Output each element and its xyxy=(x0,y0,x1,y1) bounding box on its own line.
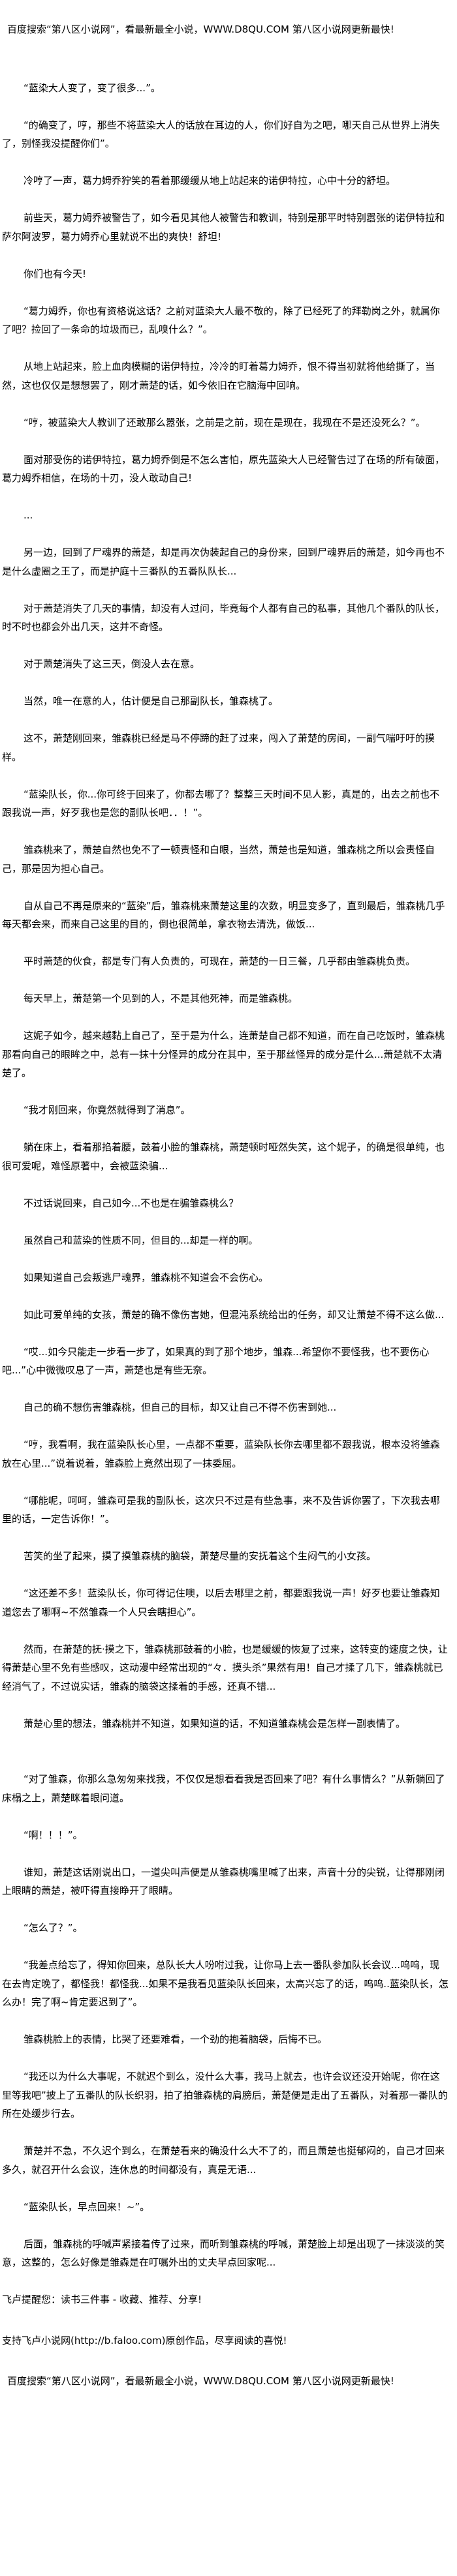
paragraph: “怎么了？”。 xyxy=(24,1922,83,1934)
paragraph: “啊！！！”。 xyxy=(24,1829,83,1841)
site-banner-top: 百度搜索“第八区小说网”，看最新最全小说，WWW.D8QU.COM 第八区小说网… xyxy=(7,23,394,35)
paragraph: 当然，唯一在意的人，估计便是自己那副队长，雏森桃了。 xyxy=(24,695,279,707)
paragraph: 自从自己不再是原来的“蓝染”后，雏森桃来萧楚这里的次数，明显变多了，直到最后，雏… xyxy=(2,899,445,931)
paragraph: 雏森桃脸上的表情，比哭了还要难看，一个劲的抱着脑袋，后悔不已。 xyxy=(24,2033,328,2045)
support-notice: 支持飞卢小说网(http://b.faloo.com)原创作品，尽享阅读的喜悦! xyxy=(2,2334,287,2346)
paragraph: 然而，在萧楚的抚·摸之下，雏森桃那鼓着的小脸，也是缓缓的恢复了过来，这转变的速度… xyxy=(2,1643,448,1692)
paragraph: 从地上站起来，脸上血肉模糊的诺伊特拉，冷冷的盯着葛力姆乔，恨不得当初就将他给撕了… xyxy=(2,361,435,391)
site-banner-bottom: 百度搜索“第八区小说网”，看最新最全小说，WWW.D8QU.COM 第八区小说网… xyxy=(7,2375,394,2387)
paragraph: “蓝染队长，早点回来！~”。 xyxy=(24,2200,150,2213)
paragraph: 这不，萧楚刚回来，雏森桃已经是马不停蹄的赶了过来，闯入了萧楚的房间，一副气喘吁吁… xyxy=(2,732,435,763)
paragraph: “我还以为什么大事呢，不就迟个到么，没什么大事，我马上就去，也许会议还没开始呢，… xyxy=(2,2071,448,2119)
paragraph: 对于萧楚消失了这三天，倒没人去在意。 xyxy=(24,658,200,670)
paragraph: “哎...如今只能走一步看一步了，如果真的到了那个地步，雏森...希望你不要怪我… xyxy=(2,1345,430,1377)
paragraph: 面对那受伤的诺伊特拉，葛力姆乔倒是不怎么害怕，原先蓝染大人已经警告过了在场的所有… xyxy=(2,453,445,485)
paragraph: 如此可爱单纯的女孩，萧楚的确不像伤害她，但混沌系统给出的任务，却又让萧楚不得不这… xyxy=(24,1308,445,1321)
paragraph: 雏森桃来了，萧楚自然也免不了一顿责怪和白眼，当然，萧楚也是知道，雏森桃之所以会责… xyxy=(2,844,435,875)
paragraph: “哪能呢，呵呵，雏森可是我的副队长，这次只不过是有些急事，来不及告诉你罢了，下次… xyxy=(2,1494,440,1525)
paragraph: 虽然自己和蓝染的性质不同，但目的...却是一样的啊。 xyxy=(24,1234,259,1246)
paragraph: 不过话说回来，自己如今...不也是在骗雏森桃么？ xyxy=(24,1197,239,1209)
paragraph: 你们也有今天! xyxy=(24,267,87,280)
paragraph: 苦笑的坐了起来，摸了摸雏森桃的脑袋，萧楚尽量的安抚着这个生闷气的小女孩。 xyxy=(24,1550,377,1562)
novel-page: 百度搜索“第八区小说网”，看最新最全小说，WWW.D8QU.COM 第八区小说网… xyxy=(2,23,449,2391)
paragraph: “蓝染队长，你...你可终于回来了，你都去哪了？整整三天时间不见人影，真是的，出… xyxy=(2,788,440,819)
chapter-content: “蓝染大人变了，变了很多...”。 “的确变了，哼，那些不将蓝染大人的话放在耳边… xyxy=(2,79,449,2272)
reading-reminder: 飞卢提醒您：读书三件事 - 收藏、推荐、分享! xyxy=(2,2294,202,2305)
paragraph: 这妮子如今，越来越黏上自己了，至于是为什么，连萧楚自己都不知道，而在自己吃饭时，… xyxy=(2,1030,445,1079)
paragraph: “哼，被蓝染大人教训了还敢那么嚣张，之前是之前，现在是现在，我现在不是还没死么？… xyxy=(24,416,426,428)
paragraph: 萧楚心里的想法，雏森桃并不知道，如果知道的话，不知道雏森桃会是怎样一副表情了。 xyxy=(24,1717,406,1730)
paragraph: 另一边，回到了尸魂界的萧楚，却是再次伪装起自己的身份来，回到尸魂界后的萧楚，如今… xyxy=(2,547,445,577)
paragraph: 躺在床上，看着那掐着腰，鼓着小脸的雏森桃，萧楚顿时哑然失笑，这个妮子，的确是很单… xyxy=(2,1141,445,1172)
paragraph: 如果知道自己会叛逃尸魂界，雏森桃不知道会不会伤心。 xyxy=(24,1271,269,1283)
paragraph: 谁知，萧楚这话刚说出口，一道尖叫声便是从雏森桃嘴里喊了出来，声音十分的尖锐，让得… xyxy=(2,1866,445,1897)
paragraph: 萧楚并不急，不久迟个到么，在萧楚看来的确没什么大不了的，而且萧楚也挺郁闷的，自己… xyxy=(2,2145,445,2176)
paragraph: “的确变了，哼，那些不将蓝染大人的话放在耳边的人，你们好自为之吧，哪天自己从世界… xyxy=(2,119,440,150)
paragraph: 对于萧楚消失了几天的事情，却没有人过问，毕竟每个人都有自己的私事，其他几个番队的… xyxy=(2,602,445,633)
chapter-footer: 飞卢提醒您：读书三件事 - 收藏、推荐、分享! 支持飞卢小说网(http://b… xyxy=(2,2290,449,2391)
paragraph: 前些天，葛力姆乔被警告了，如今看见其他人被警告和教训，特别是那平时特别嚣张的诺伊… xyxy=(2,212,445,243)
paragraph: 自己的确不想伤害雏森桃，但自己的目标，却又让自己不得不伤害到她... xyxy=(24,1401,337,1413)
paragraph: “这还差不多！蓝染队长，你可得记住噢，以后去哪里之前，都要跟我说一声！好歹也要让… xyxy=(2,1587,440,1618)
paragraph: “蓝染大人变了，变了很多...”。 xyxy=(24,82,161,94)
paragraph: “我差点给忘了，得知你回来，总队长大人吩咐过我，让你马上去一番队参加队长会议..… xyxy=(2,1959,449,2008)
paragraph: 平时萧楚的伙食，都是专门有人负责的，可现在，萧楚的一日三餐，几乎都由雏森桃负责。 xyxy=(24,955,416,967)
paragraph: “哼，我看啊，我在蓝染队长心里，一点都不重要，蓝染队长你去哪里都不跟我说，根本没… xyxy=(2,1439,440,1469)
paragraph: “对了雏森，你那么急匆匆来找我，不仅仅是想看看我是否回来了吧？有什么事情么？”从… xyxy=(2,1773,445,1804)
paragraph: 后面，雏森桃的呼喊声紧接着传了过来，而听到雏森桃的呼喊，萧楚脸上却是出现了一抹淡… xyxy=(2,2238,445,2269)
paragraph: 冷哼了一声，葛力姆乔狞笑的看着那缓缓从地上站起来的诺伊特拉，心中十分的舒坦。 xyxy=(24,175,396,187)
paragraph: ... xyxy=(24,509,33,521)
paragraph: “葛力姆乔，你也有资格说这话？之前对蓝染大人最不敬的，除了已经死了的拜勒岗之外，… xyxy=(2,305,440,336)
paragraph: 每天早上，萧楚第一个见到的人，不是其他死神，而是雏森桃。 xyxy=(24,993,298,1004)
paragraph: “我才刚回来，你竟然就得到了消息”。 xyxy=(24,1104,191,1116)
